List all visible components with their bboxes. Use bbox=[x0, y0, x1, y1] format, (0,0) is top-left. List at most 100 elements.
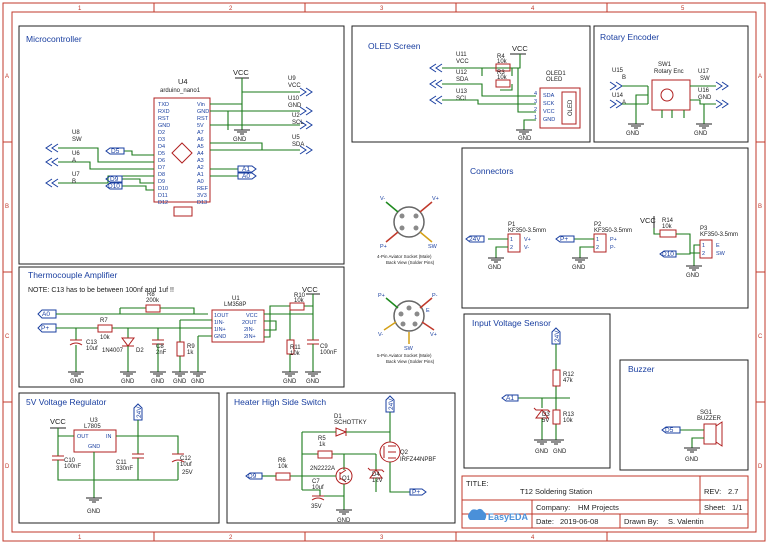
date-value: 2019-06-08 bbox=[560, 517, 598, 526]
u3-ref: U3 bbox=[90, 418, 98, 424]
r3-ref: R3 bbox=[497, 70, 505, 76]
socket5-caption2: Back View (Solder Pins) bbox=[386, 359, 435, 364]
svg-text:2: 2 bbox=[596, 245, 599, 251]
buzzer-gnd: GND bbox=[685, 457, 699, 463]
l7805-body bbox=[73, 429, 117, 453]
c11-value: 330nF bbox=[116, 466, 133, 472]
r11-ref: R11 bbox=[290, 345, 301, 351]
row-d-right: D bbox=[758, 464, 763, 470]
sw1-value: Rotary Enc bbox=[654, 69, 684, 75]
sensor-24v-flag bbox=[551, 327, 561, 345]
sw1-ref: SW1 bbox=[658, 62, 672, 68]
svg-text:2IN+: 2IN+ bbox=[244, 334, 256, 340]
d1-value: SCHOTTKY bbox=[334, 420, 367, 426]
svg-text:V+: V+ bbox=[430, 332, 437, 338]
r13-value: 10k bbox=[563, 418, 574, 424]
u9-name: VCC bbox=[288, 83, 301, 89]
a1-net-flag bbox=[237, 165, 257, 173]
aviator-socket-5pin: P+ P- E V- V+ SW 5-Pin Aviator Socket (M… bbox=[377, 293, 438, 364]
svg-text:1OUT: 1OUT bbox=[214, 313, 229, 319]
thermo-gnd-4: GND bbox=[173, 379, 187, 385]
p1-gnd: GND bbox=[488, 265, 502, 271]
buzzer-ref: SG1 bbox=[700, 410, 713, 416]
svg-text:D10: D10 bbox=[158, 186, 168, 192]
svg-text:D6: D6 bbox=[158, 158, 165, 164]
svg-text:1: 1 bbox=[534, 115, 537, 121]
u10-name: GND bbox=[288, 103, 302, 109]
c7-ref: C7 bbox=[312, 479, 320, 485]
section-title-thermo: Thermocouple Amplifier bbox=[28, 270, 117, 280]
c7-value: 10uf bbox=[312, 485, 324, 491]
col-3-bottom: 3 bbox=[380, 535, 384, 541]
r6-ref: R6 bbox=[278, 458, 286, 464]
c8-value: 2nF bbox=[156, 350, 167, 356]
row-a-right: A bbox=[758, 74, 762, 80]
d2-diode bbox=[121, 337, 135, 347]
svg-text:D12: D12 bbox=[158, 200, 168, 206]
heater-24v-flag bbox=[385, 395, 395, 413]
svg-text:GND: GND bbox=[214, 334, 226, 340]
svg-text:2: 2 bbox=[702, 251, 705, 257]
col-4: 4 bbox=[531, 6, 535, 12]
svg-text:A4: A4 bbox=[197, 151, 204, 157]
u9-port bbox=[299, 87, 313, 97]
buzzer-d5-label: D5 bbox=[665, 427, 674, 434]
p1-net-label: 24V bbox=[469, 236, 481, 243]
buzzer-d5-flag bbox=[661, 426, 681, 434]
svg-text:A6: A6 bbox=[197, 137, 204, 143]
svg-text:GND: GND bbox=[158, 123, 170, 129]
svg-text:RST: RST bbox=[158, 116, 170, 122]
svg-text:3V3: 3V3 bbox=[197, 193, 207, 199]
rev-value: 2.7 bbox=[728, 487, 738, 496]
micro-gnd-label: GND bbox=[233, 137, 247, 143]
u5-name: SDA bbox=[292, 142, 304, 148]
sensor-a1-label: A1 bbox=[506, 395, 514, 402]
svg-text:GND: GND bbox=[197, 109, 209, 115]
col-3: 3 bbox=[380, 6, 384, 12]
svg-text:2OUT: 2OUT bbox=[242, 320, 257, 326]
d1-ref: D1 bbox=[334, 414, 342, 420]
row-a: A bbox=[5, 74, 9, 80]
d3-zener bbox=[533, 407, 551, 419]
thermo-pplus-label: P+ bbox=[41, 325, 49, 332]
heater-d9-label: D9 bbox=[248, 473, 257, 480]
arduino-nano-marking bbox=[171, 142, 193, 164]
arduino-nano-usb bbox=[173, 206, 193, 217]
oled-vcc-label: VCC bbox=[512, 44, 528, 53]
p2-net-label: P+ bbox=[560, 236, 568, 243]
d2-value: 1N4007 bbox=[102, 348, 124, 354]
u11-port bbox=[429, 63, 443, 73]
r10-body bbox=[289, 302, 305, 311]
r12-ref: R12 bbox=[563, 372, 575, 378]
sensor-24v-label: 24V bbox=[554, 330, 561, 342]
rev-label: REV: bbox=[704, 487, 721, 496]
company-value: HM Projects bbox=[578, 503, 619, 512]
c9-ref: C9 bbox=[320, 344, 328, 350]
d4-ref: D4 bbox=[372, 472, 380, 478]
u10-port bbox=[299, 106, 313, 116]
reg-gnd: GND bbox=[87, 509, 101, 515]
svg-text:1IN-: 1IN- bbox=[214, 320, 225, 326]
c11-ref: C11 bbox=[116, 460, 127, 466]
p3-body bbox=[699, 239, 713, 259]
easyeda-logo-text: EasyEDA bbox=[488, 512, 529, 522]
p3-ref: P3 bbox=[700, 226, 708, 232]
drawn-value: S. Valentin bbox=[668, 517, 704, 526]
col-1: 1 bbox=[78, 6, 82, 12]
u11-ref: U11 bbox=[456, 52, 467, 58]
thermo-a0-label: A0 bbox=[42, 311, 50, 318]
p1-ref: P1 bbox=[508, 222, 516, 228]
p2-value: KF350-3.5mm bbox=[594, 228, 632, 234]
svg-text:RST: RST bbox=[197, 116, 209, 122]
svg-text:2IN-: 2IN- bbox=[244, 327, 255, 333]
section-rotary-encoder: Rotary Encoder U15 B U14 A GND SW1 Rotar… bbox=[593, 25, 749, 143]
svg-text:P+: P+ bbox=[378, 293, 385, 299]
svg-text:D5: D5 bbox=[158, 151, 165, 157]
c7-voltage: 35V bbox=[311, 504, 322, 510]
svg-text:2: 2 bbox=[534, 107, 537, 113]
section-connectors: Connectors P1 KF350-3.5mm 12 V+ V- 24V G… bbox=[461, 147, 749, 309]
u5-port bbox=[299, 145, 313, 155]
svg-text:V-: V- bbox=[380, 196, 385, 202]
u9-ref: U9 bbox=[288, 76, 296, 82]
r7-ref: R7 bbox=[100, 318, 108, 324]
